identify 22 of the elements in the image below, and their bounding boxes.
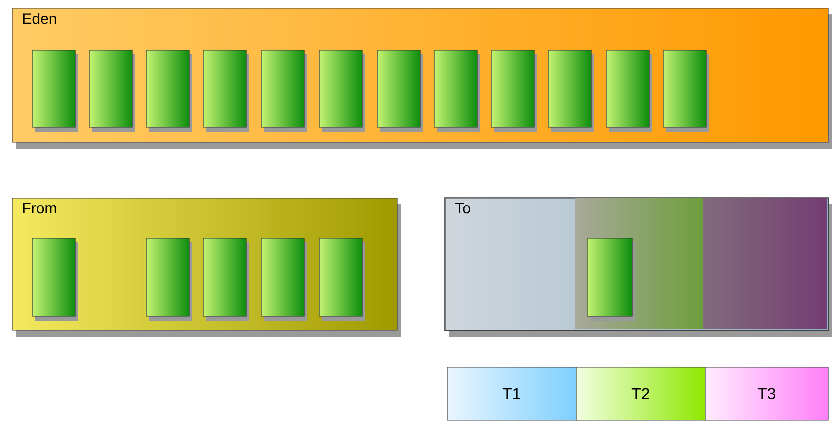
- object-block: [319, 50, 365, 132]
- object-block: [203, 238, 249, 321]
- legend-cell: T1: [447, 367, 577, 421]
- object-block: [434, 50, 480, 132]
- object-block: [146, 238, 192, 321]
- object-block: [89, 50, 135, 132]
- object-block: [377, 50, 423, 132]
- legend-cell: T3: [705, 367, 829, 421]
- legend-cell: T2: [576, 367, 706, 421]
- object-block: [319, 238, 365, 321]
- object-block: [548, 50, 594, 132]
- object-block: [32, 238, 78, 321]
- object-block: [261, 50, 307, 132]
- object-block: [261, 238, 307, 321]
- object-block: [203, 50, 249, 132]
- object-block: [491, 50, 537, 132]
- object-block: [146, 50, 192, 132]
- object-block: [32, 50, 78, 132]
- memory-area: To: [444, 198, 832, 337]
- object-block: [663, 50, 709, 132]
- object-block: [587, 238, 635, 321]
- object-block: [606, 50, 652, 132]
